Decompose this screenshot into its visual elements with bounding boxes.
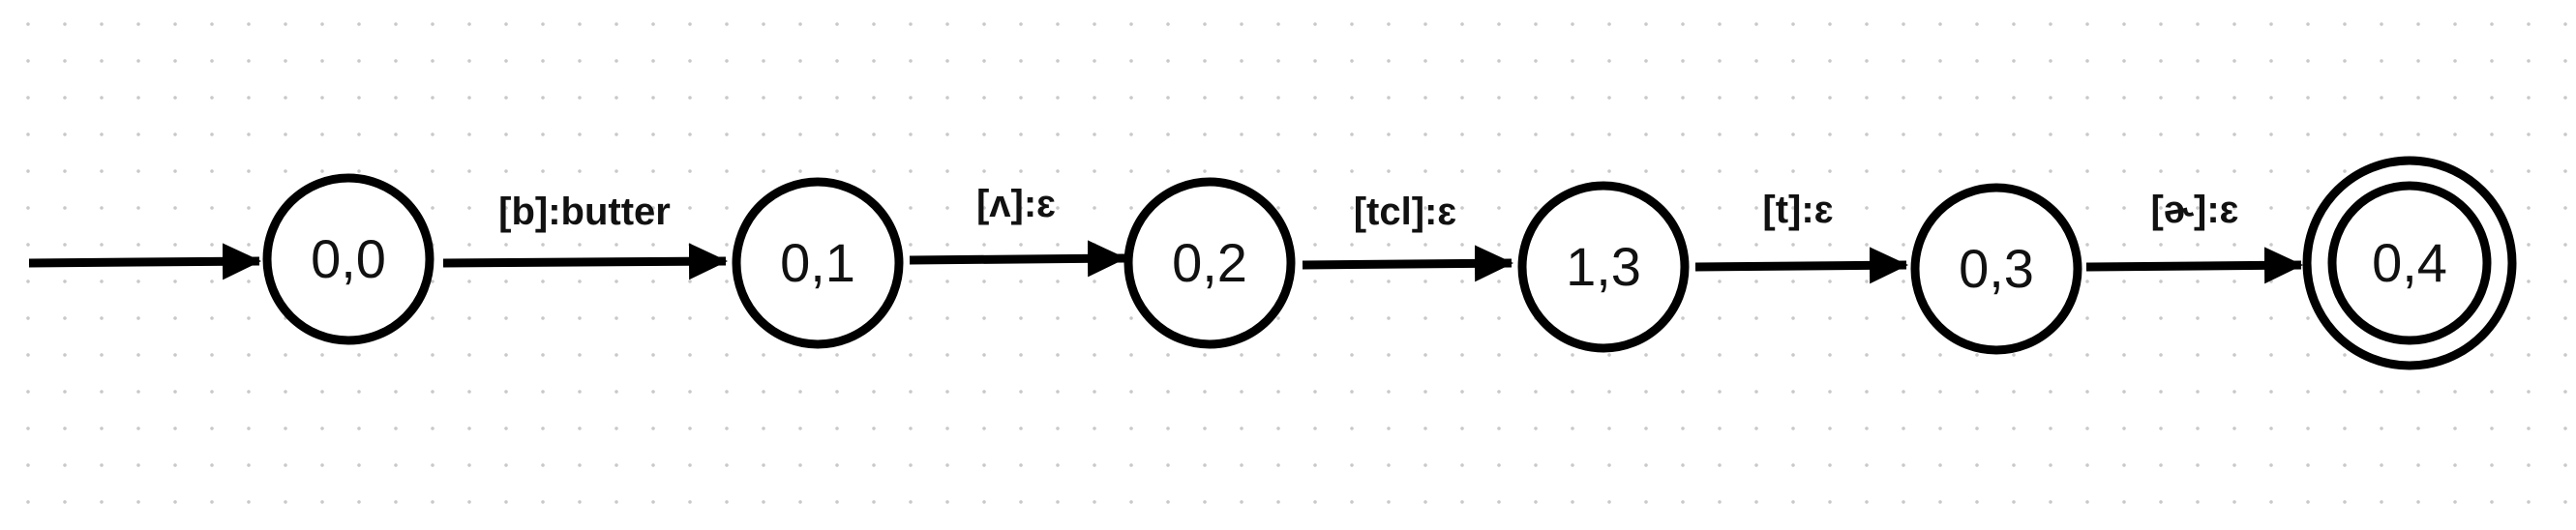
transition-s03-s04: [ɚ]:ɛ	[2085, 189, 2303, 284]
state-circle	[2327, 181, 2492, 345]
transition-arrow	[909, 240, 1126, 278]
transition-arrow	[442, 243, 728, 280]
state-label: 0,0	[311, 228, 386, 289]
transition-arrow	[1302, 245, 1513, 282]
state-s01: 0,1	[732, 177, 904, 349]
state-circle	[1123, 177, 1296, 349]
state-circle	[1517, 181, 1690, 353]
state-s03: 0,3	[1910, 183, 2082, 355]
transition-label: [ʌ]:ɛ	[976, 183, 1056, 225]
transition-s02-s13: [tcl]:ɛ	[1302, 191, 1513, 282]
state-s02: 0,2	[1123, 177, 1296, 349]
transition-label: [t]:ɛ	[1762, 189, 1833, 231]
transition-s01-s02: [ʌ]:ɛ	[909, 183, 1126, 278]
transition-arrow	[1694, 247, 1908, 284]
start-arrow	[28, 243, 261, 280]
transition-label: [tcl]:ɛ	[1354, 191, 1457, 233]
state-label: 0,1	[780, 232, 855, 293]
transition-arrow	[2085, 247, 2303, 284]
state-label: 0,3	[1959, 238, 2034, 299]
transition-label: [ɚ]:ɛ	[2150, 189, 2238, 231]
transition-s13-s03: [t]:ɛ	[1694, 189, 1908, 284]
state-circle	[1910, 183, 2082, 355]
state-circle	[262, 173, 434, 345]
state-label: 1,3	[1566, 236, 1641, 297]
state-s13: 1,3	[1517, 181, 1690, 353]
state-s00: 0,0	[262, 173, 434, 345]
state-circle	[732, 177, 904, 349]
state-label: 0,4	[2372, 232, 2447, 293]
state-label: 0,2	[1172, 232, 1247, 293]
state-s04-accepting: 0,4	[2302, 156, 2517, 370]
transition-s00-s01: [b]:butter	[442, 191, 728, 280]
transition-label: [b]:butter	[498, 191, 671, 233]
